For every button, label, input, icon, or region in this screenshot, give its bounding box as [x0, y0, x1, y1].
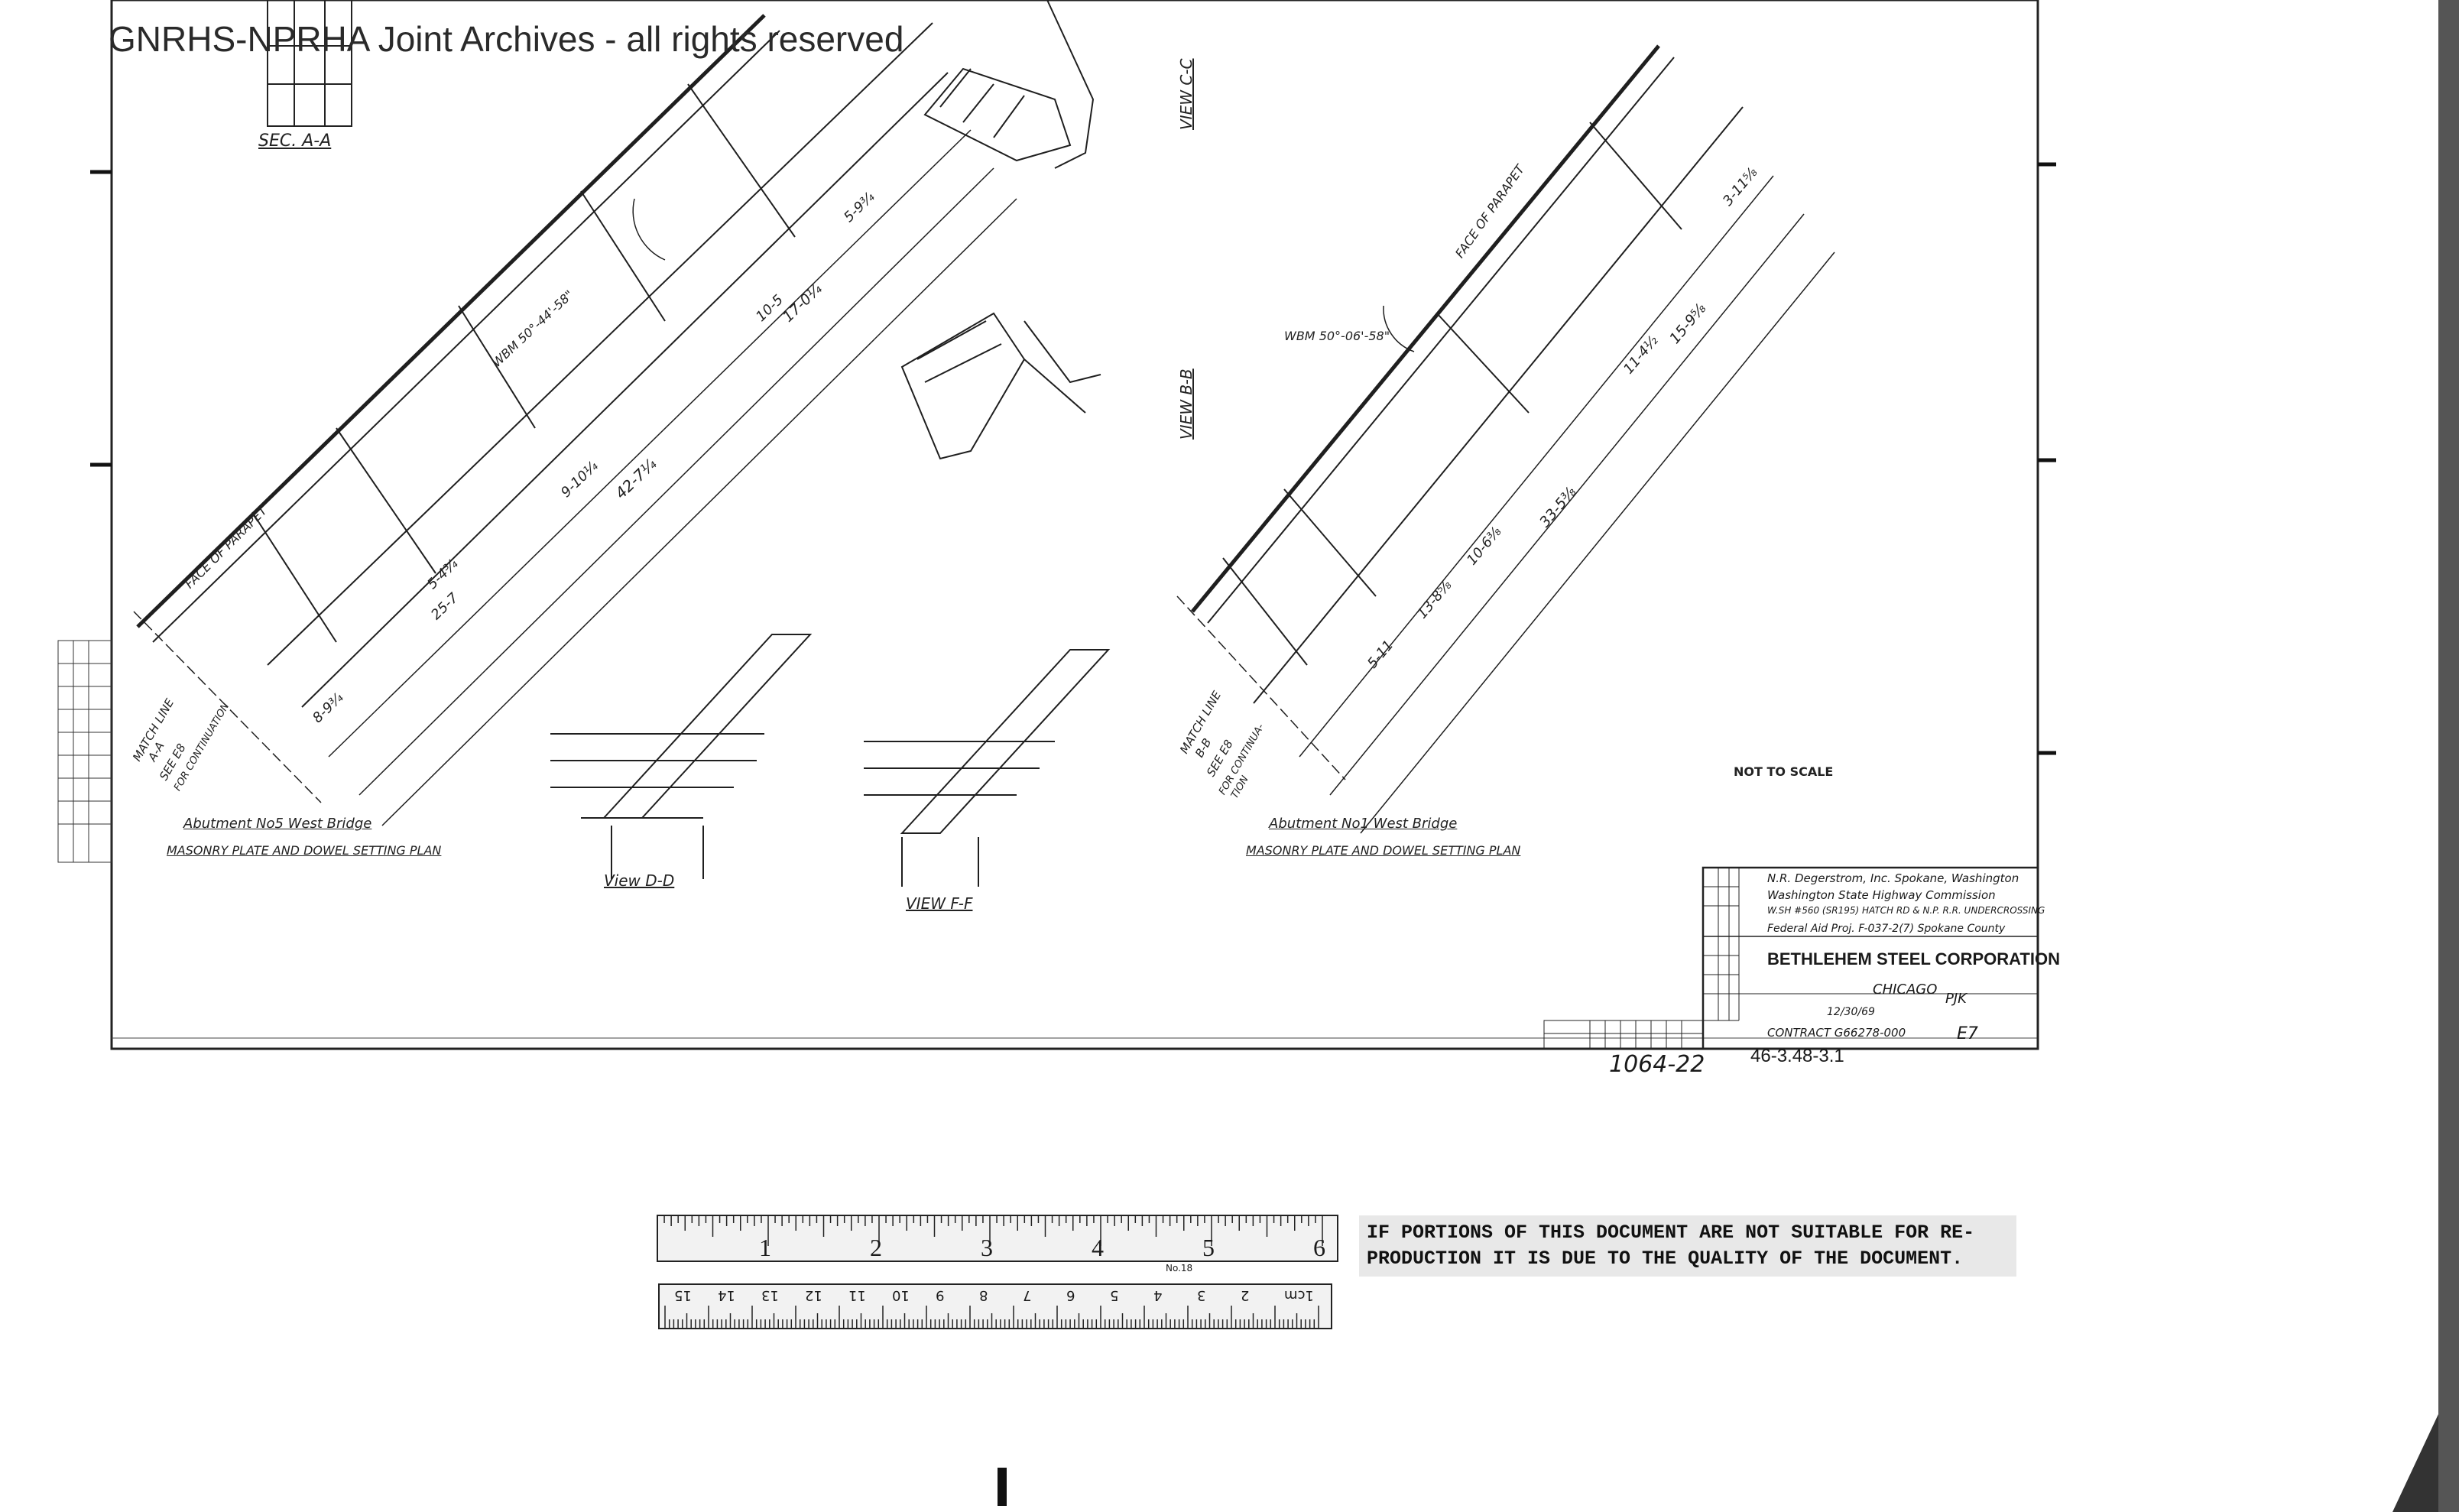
scan-mark — [998, 1468, 1007, 1506]
view-f-f-detail — [864, 649, 1111, 887]
ruler-cm-label: 4 — [1153, 1287, 1163, 1303]
ruler-cm-label: 3 — [1197, 1287, 1206, 1303]
section-a-a-label: SEC. A-A — [258, 131, 332, 151]
view-c-c-detail — [923, 0, 1095, 169]
disclaimer-line-2: PRODUCTION IT IS DUE TO THE QUALITY OF T… — [1367, 1248, 1964, 1270]
abutment-5-plan — [133, 14, 1017, 826]
ruler-cm-label: 6 — [1066, 1287, 1075, 1303]
drawing-reference: 1064-22 — [1609, 1051, 1705, 1078]
ruler-inch-label: 6 — [1313, 1234, 1325, 1261]
ruler-inch-label: 2 — [870, 1234, 882, 1261]
ruler-cm-label: 1cm — [1284, 1287, 1314, 1303]
view-c-c-label: VIEW C-C — [1177, 58, 1195, 131]
disclaimer-line-1: IF PORTIONS OF THIS DOCUMENT ARE NOT SUI… — [1367, 1222, 1975, 1244]
ruler-cm-label: 2 — [1241, 1287, 1250, 1303]
archive-watermark: GNRHS-NPRHA Joint Archives - all rights … — [109, 19, 904, 59]
view-f-f-label: VIEW F-F — [906, 894, 973, 913]
quality-disclaimer-stamp: IF PORTIONS OF THIS DOCUMENT ARE NOT SUI… — [1359, 1215, 2016, 1277]
not-to-scale-note: NOT TO SCALE — [1734, 764, 1834, 779]
title-block-company: BETHLEHEM STEEL CORPORATION — [1767, 949, 2060, 969]
abutment-5-subtitle: Masonry Plate and Dowel Setting Plan — [167, 843, 442, 858]
ruler-inch-label: 5 — [1202, 1234, 1215, 1261]
section-a-a-detail — [267, 0, 352, 127]
title-block-checked: PJK — [1945, 991, 1967, 1007]
page-edge-curl — [2392, 1414, 2438, 1512]
title-block-city: CHICAGO — [1873, 982, 1938, 998]
ruler-inch-label: 1 — [759, 1234, 771, 1261]
ruler-cm-label: 11 — [848, 1287, 866, 1303]
ruler-cm-label: 15 — [674, 1287, 692, 1303]
ruler-cm-label: 12 — [805, 1287, 822, 1303]
sheet-border — [110, 0, 2039, 1050]
ruler-cm-label: 13 — [761, 1287, 779, 1303]
page-edge-strip — [2438, 0, 2459, 1512]
title-block-contract: CONTRACT G66278-000 — [1767, 1026, 1906, 1040]
view-d-d-label: View D-D — [604, 871, 675, 890]
ruler-cm-label: 9 — [936, 1287, 945, 1303]
title-block-line-2: Washington State Highway Commission — [1767, 888, 1996, 902]
ruler-inch-label: 3 — [981, 1234, 993, 1261]
abutment-1-beam-label: WBM 50°-06'-58" — [1284, 329, 1390, 343]
ruler-cm-label: 7 — [1023, 1287, 1032, 1303]
revision-grid-left — [57, 640, 112, 863]
view-b-b-detail — [900, 312, 1101, 460]
ruler-cm-label: 8 — [979, 1287, 988, 1303]
title-block-date: 12/30/69 — [1827, 1006, 1875, 1018]
title-block-line-4: Federal Aid Proj. F-037-2(7) Spokane Cou… — [1767, 923, 2006, 935]
abutment-1-plan — [1176, 44, 1835, 834]
scale-ruler — [657, 1215, 1338, 1329]
view-d-d-detail — [550, 634, 813, 879]
abutment-1-subtitle: Masonry Plate and Dowel Setting Plan — [1246, 843, 1521, 858]
abutment-1-title: Abutment No1 West Bridge — [1269, 816, 1458, 832]
ruler-model: No.18 — [1166, 1263, 1193, 1274]
ruler-cm-label: 5 — [1110, 1287, 1119, 1303]
title-block-line-3: W.SH #560 (SR195) HATCH RD & N.P. R.R. U… — [1767, 905, 2045, 916]
abutment-5-title: Abutment No5 West Bridge — [183, 816, 372, 832]
title-block-frame — [1543, 866, 2039, 1050]
project-number: 46-3.48-3.1 — [1750, 1046, 1844, 1066]
ruler-inch-label: 4 — [1092, 1234, 1104, 1261]
title-block-drawing-no: E7 — [1957, 1024, 1978, 1043]
ruler-cm-label: 10 — [892, 1287, 910, 1303]
title-block-line-1: N.R. Degerstrom, Inc. Spokane, Washingto… — [1767, 871, 2019, 885]
ruler-cm-label: 14 — [718, 1287, 735, 1303]
view-b-b-label: VIEW B-B — [1177, 368, 1195, 440]
